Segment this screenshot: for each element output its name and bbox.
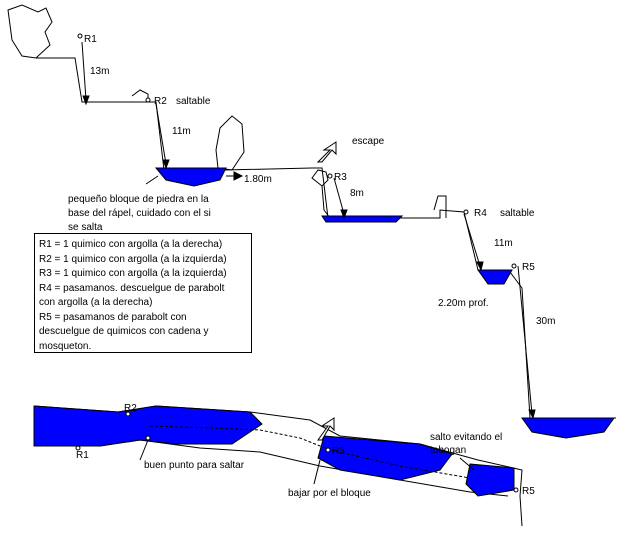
anchor-r5 <box>511 263 517 269</box>
plan-water-lower <box>465 463 515 497</box>
r3-ledge-outline <box>321 185 331 219</box>
block-note-line-3: se salta <box>68 222 103 233</box>
plan-dashed-path <box>149 425 471 479</box>
plan-label-descend-block: bajar por el bloque <box>288 488 371 499</box>
anchor-r2 <box>145 97 151 103</box>
plan-jump-spot-marker <box>145 435 151 441</box>
label-r4: R4 <box>474 208 487 219</box>
label-pool-distance: 1.80m <box>244 174 272 185</box>
block-pointer <box>145 175 159 185</box>
plan-label-r2: R2 <box>124 403 137 414</box>
plan-water-middle <box>317 435 453 481</box>
anchor-r3 <box>327 173 333 179</box>
rope-r3 <box>333 177 345 215</box>
label-r5-drop: 30m <box>536 316 555 327</box>
cliff-rock-outline <box>7 4 53 59</box>
plan-label-r5: R5 <box>522 486 535 497</box>
rope-r1 <box>81 41 87 101</box>
pool-distance-arrow-head <box>233 171 244 181</box>
label-r2-drop: 11m <box>172 126 191 137</box>
pool-r4 <box>477 269 513 285</box>
rope-r2-head <box>162 159 170 170</box>
block-note-line-1: pequeño bloque de piedra en la <box>68 194 209 205</box>
legend-line-r5: R5 = pasamanos de parabolt con <box>39 311 187 323</box>
label-escape: escape <box>352 136 385 147</box>
plan-slide-note-line-1: salto evitando el <box>430 432 502 443</box>
label-r4-note: saltable <box>500 208 535 219</box>
label-r1-drop: 13m <box>90 66 109 77</box>
pool-r5 <box>521 417 615 439</box>
label-r3-drop: 8m <box>350 188 364 199</box>
plan-label-r3: R3 <box>332 446 345 457</box>
plan-jump-pointer <box>139 439 149 461</box>
legend-line-r2: R2 = 1 quimico con argolla (a la izquier… <box>39 253 227 265</box>
label-pool-depth: 2.20m prof. <box>438 298 489 309</box>
legend-line-r1: R1 = 1 quimico con argolla (a la derecha… <box>39 239 223 250</box>
legend-line-r4: R4 = pasamanos. descuelgue de parabolt <box>39 282 225 294</box>
plan-view <box>33 405 523 527</box>
rope-r2 <box>155 103 167 165</box>
label-r5: R5 <box>522 262 535 273</box>
label-r1: R1 <box>84 34 97 45</box>
plan-slide-pointer <box>459 457 475 471</box>
block-note-line-2: base del rápel, cuidado con el si <box>68 208 211 219</box>
legend-line-r3: R3 = 1 quimico con argolla (a la izquier… <box>39 268 227 279</box>
plan-anchor-r3 <box>325 447 331 453</box>
plan-anchor-r1 <box>75 445 81 451</box>
anchor-r4 <box>463 209 469 215</box>
r3-rock-outline <box>311 169 329 187</box>
anchor-r1 <box>77 33 83 39</box>
pool-r2 <box>154 167 227 187</box>
label-r4-drop: 11m <box>494 238 513 249</box>
pillar-rock-outline <box>215 115 245 171</box>
legend-line-r4-cont: con argolla (a la derecha) <box>39 297 153 308</box>
rope-r4 <box>463 213 481 267</box>
legend-line-r5-cont: descuelgue de quimicos con cadena y <box>39 326 209 337</box>
plan-anchor-r2 <box>125 411 131 417</box>
pool-r3 <box>321 215 404 223</box>
plan-label-jump-spot: buen punto para saltar <box>144 460 245 471</box>
legend-line-r5-end: mosqueton. <box>39 340 92 352</box>
rope-r1-head <box>82 95 90 106</box>
r4-rock-outline <box>433 195 447 218</box>
escape-arrow <box>316 141 337 163</box>
plan-block-pointer <box>313 459 321 485</box>
label-r2: R2 <box>154 96 167 107</box>
rope-r3-head <box>340 209 348 220</box>
rope-r5-head <box>528 409 536 420</box>
anchor-legend-box: R1 = 1 quimico con argolla (a la derecha… <box>34 233 252 353</box>
plan-anchor-r5 <box>513 487 519 493</box>
plan-escape-arrow <box>317 417 335 441</box>
plan-label-r1: R1 <box>76 450 89 461</box>
label-r3: R3 <box>334 172 347 183</box>
rope-r5 <box>517 265 533 415</box>
label-r2-note: saltable <box>176 96 211 107</box>
plan-slide-note-line-2: tobogan <box>430 445 466 456</box>
rope-r4-head <box>476 261 484 272</box>
